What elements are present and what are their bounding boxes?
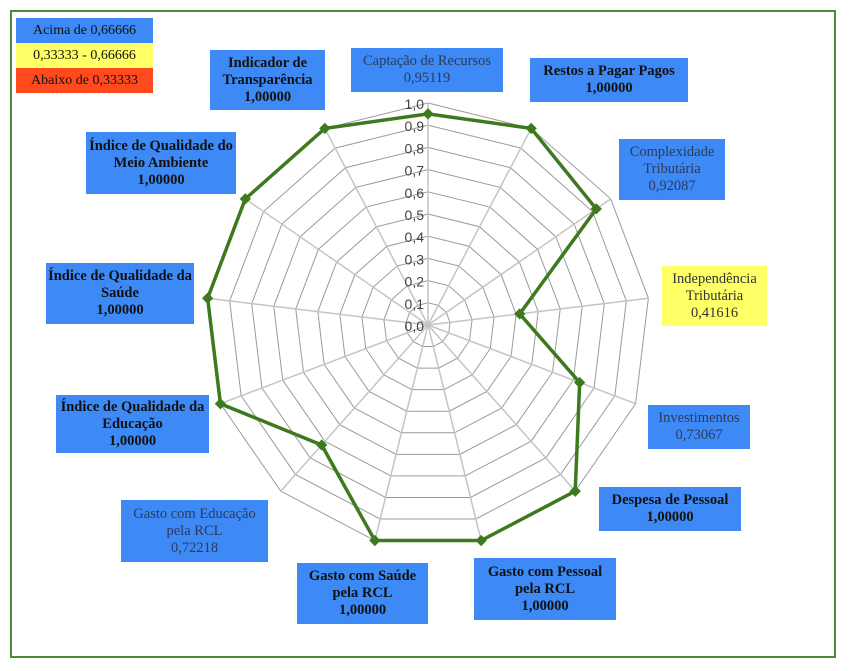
category-value: 0,95119	[403, 70, 451, 86]
grid-ring	[339, 235, 517, 412]
category-value: 1,00000	[646, 509, 694, 525]
data-point	[201, 292, 214, 304]
category-name: Investimentos	[658, 410, 740, 426]
data-point	[214, 398, 227, 410]
legend-below: Abaixo de 0,33333	[16, 68, 153, 93]
category-value: 0,73067	[675, 427, 723, 443]
legend-middle: 0,33333 - 0,66666	[16, 43, 153, 68]
category-value: 1,00000	[137, 171, 185, 188]
data-point	[514, 308, 526, 320]
category-name: Restos a Pagar Pagos	[543, 63, 675, 79]
grid-ring	[405, 302, 451, 348]
tick-label: 0,0	[405, 318, 425, 334]
axis-spoke	[244, 198, 429, 326]
axis-spoke	[220, 324, 429, 405]
category-name: Captação de Recursos	[362, 53, 492, 69]
tick-label: 0,2	[405, 274, 425, 290]
axis-spoke	[427, 198, 612, 326]
data-point	[316, 439, 328, 451]
tick-label: 0,1	[405, 296, 425, 312]
category-name: Índice de Qualidade do Meio Ambiente	[89, 137, 233, 171]
data-point	[239, 193, 251, 205]
grid-ring	[383, 280, 473, 369]
grid-ring	[361, 257, 495, 391]
data-point	[574, 376, 586, 389]
tick-label: 0,5	[405, 207, 425, 223]
category-name: Gasto com Educação pela RCL	[133, 505, 256, 539]
tick-label: 0,7	[405, 163, 425, 179]
category-value: 0,72218	[170, 539, 219, 556]
category-value: 1,00000	[108, 432, 157, 449]
category-value: 1,00000	[585, 80, 633, 96]
tick-label: 0,4	[405, 229, 425, 245]
category-value: 0,41616	[690, 304, 739, 321]
axis-spoke	[324, 128, 429, 326]
category-name: Indicador de Transparência	[222, 54, 313, 88]
category-value: 0,92087	[648, 178, 696, 194]
legend-above: Acima de 0,66666	[16, 18, 153, 43]
tick-label: 0,8	[405, 140, 425, 156]
category-name: Independência Tributária	[672, 270, 757, 304]
category-value: 1,00000	[521, 597, 569, 614]
grid-ring	[295, 191, 561, 455]
tick-label: 0,6	[405, 185, 425, 201]
axis-spoke	[427, 128, 532, 326]
data-point	[569, 485, 581, 497]
category-value: 1,00000	[96, 302, 144, 318]
grid-ring	[251, 146, 605, 498]
category-name: Complexidade Tributária	[629, 144, 715, 177]
data-point	[590, 203, 602, 215]
data-point	[422, 108, 434, 120]
axis-spoke	[374, 324, 429, 541]
axis-spoke	[427, 324, 482, 541]
tick-label: 1,0	[405, 96, 425, 112]
axis-spoke	[427, 324, 576, 492]
category-name: Gasto com Saúde pela RCL	[308, 568, 417, 601]
series-line	[205, 112, 599, 543]
category-name: Gasto com Pessoal pela RCL	[487, 563, 603, 597]
data-point	[369, 534, 381, 547]
axis-spoke	[207, 297, 429, 326]
category-name: Despesa de Pessoal	[611, 492, 729, 508]
tick-label: 0,3	[405, 251, 425, 267]
grid-ring	[317, 213, 539, 434]
chart-frame	[10, 10, 836, 658]
axis-spoke	[427, 324, 636, 405]
data-point	[475, 534, 487, 547]
grid-ring	[273, 169, 583, 477]
axis-spoke	[427, 297, 649, 326]
axis-spoke	[280, 324, 429, 492]
tick-label: 0,9	[405, 118, 425, 134]
category-value: 1,00000	[338, 602, 387, 618]
category-name: Índice de Qualidade da Saúde	[48, 268, 192, 301]
category-name: Índice de Qualidade da Educação	[60, 398, 205, 432]
category-value: 1,00000	[243, 88, 292, 105]
grid-ring	[229, 124, 627, 520]
